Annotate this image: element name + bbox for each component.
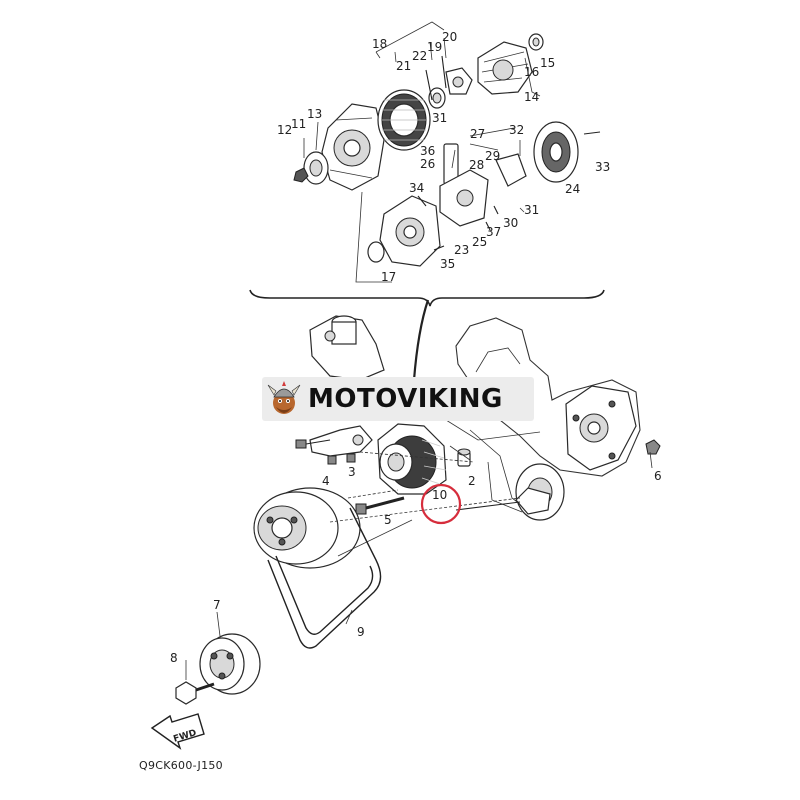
- part-label-21: 21: [396, 59, 411, 73]
- part-label-27: 27: [470, 127, 485, 141]
- assembly-part-labels: 6 4 3 2 5 10 7 9 8: [170, 465, 662, 665]
- part-label-23: 23: [454, 243, 469, 257]
- alternator-bracket: [309, 425, 373, 457]
- viking-mascot-icon: [267, 381, 301, 414]
- bracket-bolts: [295, 439, 356, 465]
- part-label-3: 3: [348, 465, 356, 479]
- part-label-18: 18: [372, 37, 387, 51]
- part-label-34: 34: [409, 181, 424, 195]
- crank-flange: [455, 463, 565, 521]
- part-label-9: 9: [357, 625, 365, 639]
- rotor-bearing: [528, 33, 544, 51]
- crank-pulley: [199, 633, 261, 695]
- front-frame: [379, 195, 441, 267]
- brand-name: MOTOVIKING: [308, 384, 503, 414]
- part-label-14: 14: [524, 90, 539, 104]
- part-label-4: 4: [322, 474, 330, 488]
- brand-watermark: MOTOVIKING: [262, 377, 534, 421]
- part-label-25: 25: [472, 235, 487, 249]
- exploded-part-labels: 18 19 20 21 22 11 12 13 31 16 15 14 27 3…: [277, 30, 610, 284]
- spacer-collar: [457, 448, 471, 467]
- part-label-31-side: 31: [524, 203, 539, 217]
- part-label-2: 2: [468, 474, 476, 488]
- highlight-circle: [420, 483, 462, 525]
- driven-pulley: [253, 487, 361, 569]
- part-label-35: 35: [440, 257, 455, 271]
- diagram-code: Q9CK600-J150: [139, 759, 223, 772]
- part-label-11: 11: [291, 117, 306, 131]
- long-bolt: [355, 496, 405, 515]
- part-label-30: 30: [503, 216, 518, 230]
- part-label-31-top: 31: [432, 111, 447, 125]
- crank-bolt: [175, 681, 215, 705]
- mount-bolt: [645, 439, 661, 455]
- part-label-29: 29: [485, 149, 500, 163]
- regulator-assembly: [439, 143, 527, 227]
- part-label-16: 16: [524, 65, 539, 79]
- alternator: [377, 423, 447, 495]
- part-label-7: 7: [213, 598, 221, 612]
- stator: [377, 89, 431, 151]
- cover-plate: [445, 67, 473, 95]
- assembly-view: [175, 299, 661, 705]
- part-label-17: 17: [381, 270, 396, 284]
- front-seal: [367, 241, 385, 263]
- alternator-exploded-view: [249, 21, 605, 307]
- part-label-33: 33: [595, 160, 610, 174]
- part-label-10: 10: [432, 488, 447, 502]
- v-belt: [267, 507, 382, 649]
- part-label-8: 8: [170, 651, 178, 665]
- part-label-13: 13: [307, 107, 322, 121]
- part-label-28: 28: [469, 158, 484, 172]
- exploded-leader-lines: [303, 21, 541, 283]
- part-label-15: 15: [540, 56, 555, 70]
- bearing-top: [428, 87, 446, 109]
- rear-housing: [321, 103, 385, 191]
- seal-ring: [293, 151, 329, 185]
- part-label-24: 24: [565, 182, 580, 196]
- group-bracket: [249, 289, 605, 307]
- part-label-26: 26: [420, 157, 435, 171]
- part-label-22: 22: [412, 49, 427, 63]
- oil-pump: [565, 385, 637, 471]
- rotor: [477, 41, 533, 95]
- part-label-20: 20: [442, 30, 457, 44]
- part-label-6: 6: [654, 469, 662, 483]
- part-label-12: 12: [277, 123, 292, 137]
- part-label-36: 36: [420, 144, 435, 158]
- end-cover: [533, 121, 579, 183]
- forward-arrow-icon: FWD: [150, 713, 205, 750]
- part-label-37: 37: [486, 225, 501, 239]
- assembly-leader-lines: [185, 445, 653, 680]
- exploded-bolts: [417, 55, 601, 251]
- part-label-19: 19: [427, 40, 442, 54]
- part-label-5: 5: [384, 513, 392, 527]
- thermostat-housing: [309, 315, 385, 381]
- part-label-32: 32: [509, 123, 524, 137]
